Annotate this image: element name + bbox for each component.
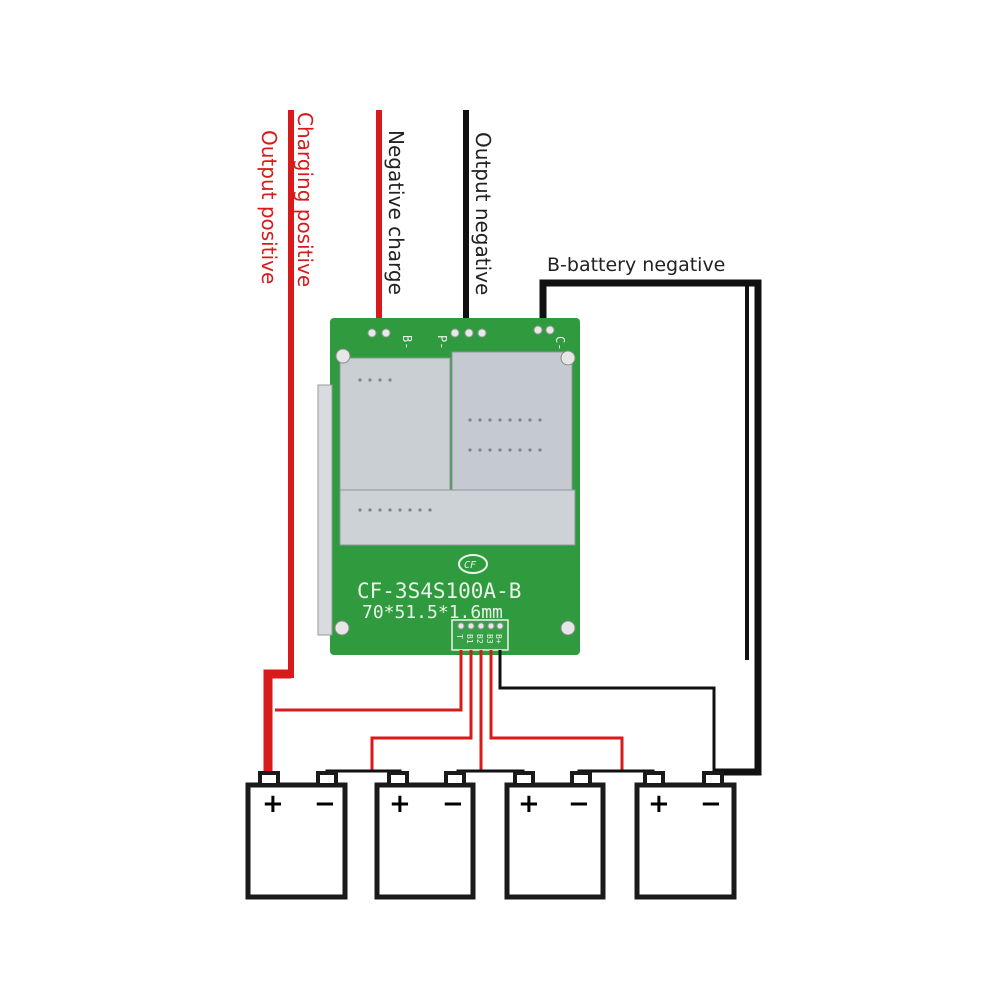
battery-1: + − — [245, 771, 348, 900]
battery-4-plus: + — [648, 789, 670, 819]
battery-1-body — [245, 782, 348, 900]
mount-hole — [560, 620, 576, 636]
balance-label-t: T — [455, 634, 464, 639]
balance-lead-t — [275, 650, 463, 712]
battery-4: + − — [634, 771, 737, 900]
balance-label-b3: B3 — [485, 634, 494, 644]
wire-labels: Charging positive Output positive Negati… — [257, 112, 725, 295]
charging-positive-label: Charging positive — [293, 112, 317, 287]
lead-wires — [288, 110, 762, 776]
heatsink-bottom — [339, 489, 576, 546]
mount-hole — [334, 620, 350, 636]
mount-hole — [560, 350, 576, 366]
connection-wires — [263, 650, 716, 785]
top-pads — [367, 325, 555, 338]
battery-3-minus: − — [568, 789, 590, 819]
b-battery-negative-label: B-battery negative — [547, 254, 725, 276]
battery-3-pos-terminal — [513, 771, 535, 787]
pad-label-c-minus: C- — [553, 336, 567, 350]
battery-4-neg-terminal — [702, 771, 724, 787]
output-positive-label: Output positive — [257, 130, 281, 284]
balance-label-b1: B1 — [465, 634, 474, 644]
positive-to-battery1 — [263, 669, 291, 772]
battery-1-minus: − — [314, 789, 336, 819]
balance-lead-bminus — [498, 650, 716, 771]
battery-2-pos-terminal — [387, 771, 409, 787]
cf-logo-text: CF — [464, 560, 477, 571]
battery-3: + − — [504, 771, 606, 900]
negative-charge-label: Negative charge — [384, 130, 408, 295]
via-dots — [358, 378, 542, 512]
balance-label-bplus: B+ — [494, 634, 503, 644]
bms-board: B- P- C- CF CF-3S4S100A-B 70*51.5*1.6mm … — [317, 318, 580, 655]
battery-4-minus: − — [700, 789, 722, 819]
battery-4-body — [634, 782, 737, 900]
mount-hole — [335, 348, 351, 364]
side-strip — [317, 384, 333, 636]
heatsink-right — [451, 351, 573, 493]
battery-1-neg-terminal — [316, 771, 338, 787]
battery-2: + − — [374, 771, 476, 900]
balance-lead-b1 — [370, 650, 473, 771]
board-dimensions: 70*51.5*1.6mm — [362, 602, 503, 623]
battery-2-minus: − — [442, 789, 464, 819]
battery-3-plus: + — [518, 789, 540, 819]
pad-label-p-minus: P- — [435, 335, 449, 349]
cf-logo-icon — [458, 554, 488, 574]
battery-1-plus: + — [262, 789, 284, 819]
battery-3-neg-terminal — [570, 771, 592, 787]
balance-lead-b3 — [489, 650, 624, 771]
battery-2-plus: + — [389, 789, 411, 819]
battery-pack: + − + − + − + − — [245, 771, 737, 900]
b-battery-negative-wire — [539, 279, 762, 776]
balance-label-b2: B2 — [475, 634, 484, 644]
battery-4-pos-terminal — [643, 771, 665, 787]
battery-1-pos-terminal — [258, 771, 280, 787]
pad-label-b-minus: B- — [400, 335, 414, 349]
output-negative-label: Output negative — [471, 132, 495, 295]
balance-pads — [457, 622, 504, 630]
battery-3-body — [504, 782, 606, 900]
battery-2-body — [374, 782, 476, 900]
board-model: CF-3S4S100A-B — [357, 579, 521, 603]
battery-2-neg-terminal — [444, 771, 466, 787]
